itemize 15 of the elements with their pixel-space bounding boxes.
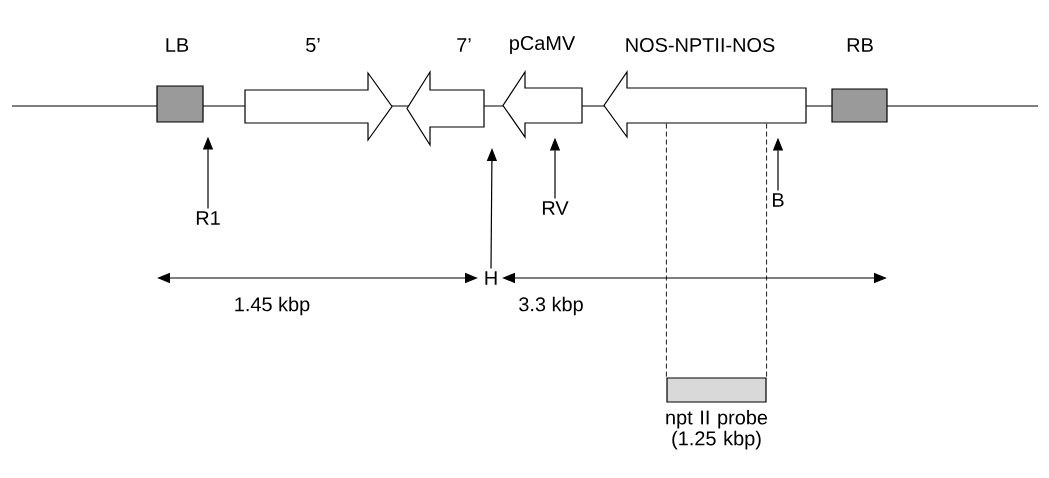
- site-label: B: [773, 193, 784, 207]
- probe-label: npt II probe (1.25 kbp): [666, 409, 768, 450]
- site-label: R1: [196, 211, 220, 225]
- dimension-label: 1.45 kbp: [235, 296, 310, 316]
- probe-line: [766, 123, 768, 378]
- dimension-label: 3.3 kbp: [519, 296, 583, 316]
- element-label: LB: [166, 38, 189, 52]
- site-label: H: [485, 271, 497, 285]
- element-label: RB: [847, 38, 873, 52]
- gene-label: NOS-NPTII-NOS: [626, 37, 775, 53]
- site-label: RV: [543, 201, 569, 215]
- gene-label: pCaMV: [510, 36, 576, 54]
- gene-label: 5’: [306, 38, 320, 52]
- probe-line: [665, 123, 667, 378]
- gene-label: 7’: [457, 38, 471, 52]
